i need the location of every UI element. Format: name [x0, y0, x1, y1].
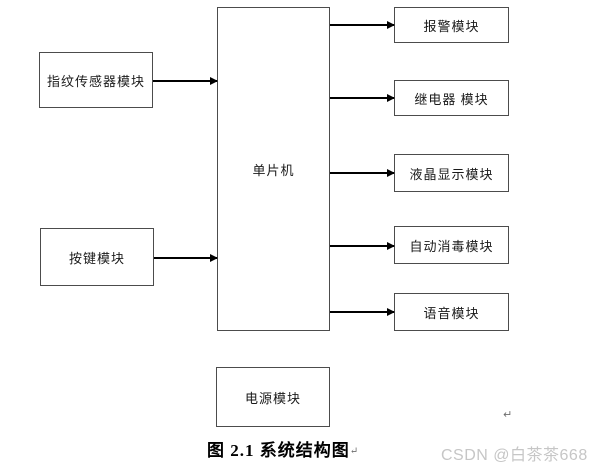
arrowhead-icon [387, 241, 395, 250]
node-mcu: 单片机 [217, 7, 330, 331]
node-label: 报警模块 [423, 18, 480, 34]
arrow-shaft [154, 257, 217, 259]
arrow-shaft [153, 80, 217, 82]
node-lcd-display-module: 液晶显示模块 [394, 154, 509, 192]
arrowhead-icon [387, 307, 395, 316]
node-label: 单片机 [252, 162, 295, 178]
arrow-shaft [330, 245, 394, 247]
arrow-shaft [330, 311, 394, 313]
arrowhead-icon [387, 168, 395, 177]
arrowhead-icon [387, 20, 395, 29]
figure-caption-text: 图 2.1 系统结构图 [207, 441, 350, 460]
figure-caption: 图 2.1 系统结构图↵ [207, 436, 358, 461]
node-label: 自动消毒模块 [409, 238, 494, 254]
node-label: 液晶显示模块 [409, 166, 494, 182]
node-label: 语音模块 [423, 305, 480, 321]
node-alarm-module: 报警模块 [394, 7, 509, 43]
node-fingerprint-sensor-module: 指纹传感器模块 [39, 52, 153, 108]
node-label: 继电器 模块 [414, 91, 489, 107]
node-label: 电源模块 [244, 390, 301, 406]
arrowhead-icon [210, 76, 218, 85]
arrow-shaft [330, 24, 394, 26]
csdn-watermark: CSDN @白茶茶668 [441, 447, 588, 464]
node-label: 按键模块 [68, 250, 125, 266]
arrowhead-icon [387, 93, 395, 102]
node-keypad-module: 按键模块 [40, 228, 154, 286]
node-voice-module: 语音模块 [394, 293, 509, 331]
arrow-shaft [330, 97, 394, 99]
paragraph-mark-icon: ↵ [503, 408, 513, 421]
arrow-shaft [330, 172, 394, 174]
arrowhead-icon [210, 253, 218, 262]
node-label: 指纹传感器模块 [46, 73, 145, 89]
node-power-module: 电源模块 [216, 367, 330, 427]
node-auto-disinfect-module: 自动消毒模块 [394, 226, 509, 264]
node-relay-module: 继电器 模块 [394, 80, 509, 116]
paragraph-mark-icon: ↵ [349, 446, 359, 457]
